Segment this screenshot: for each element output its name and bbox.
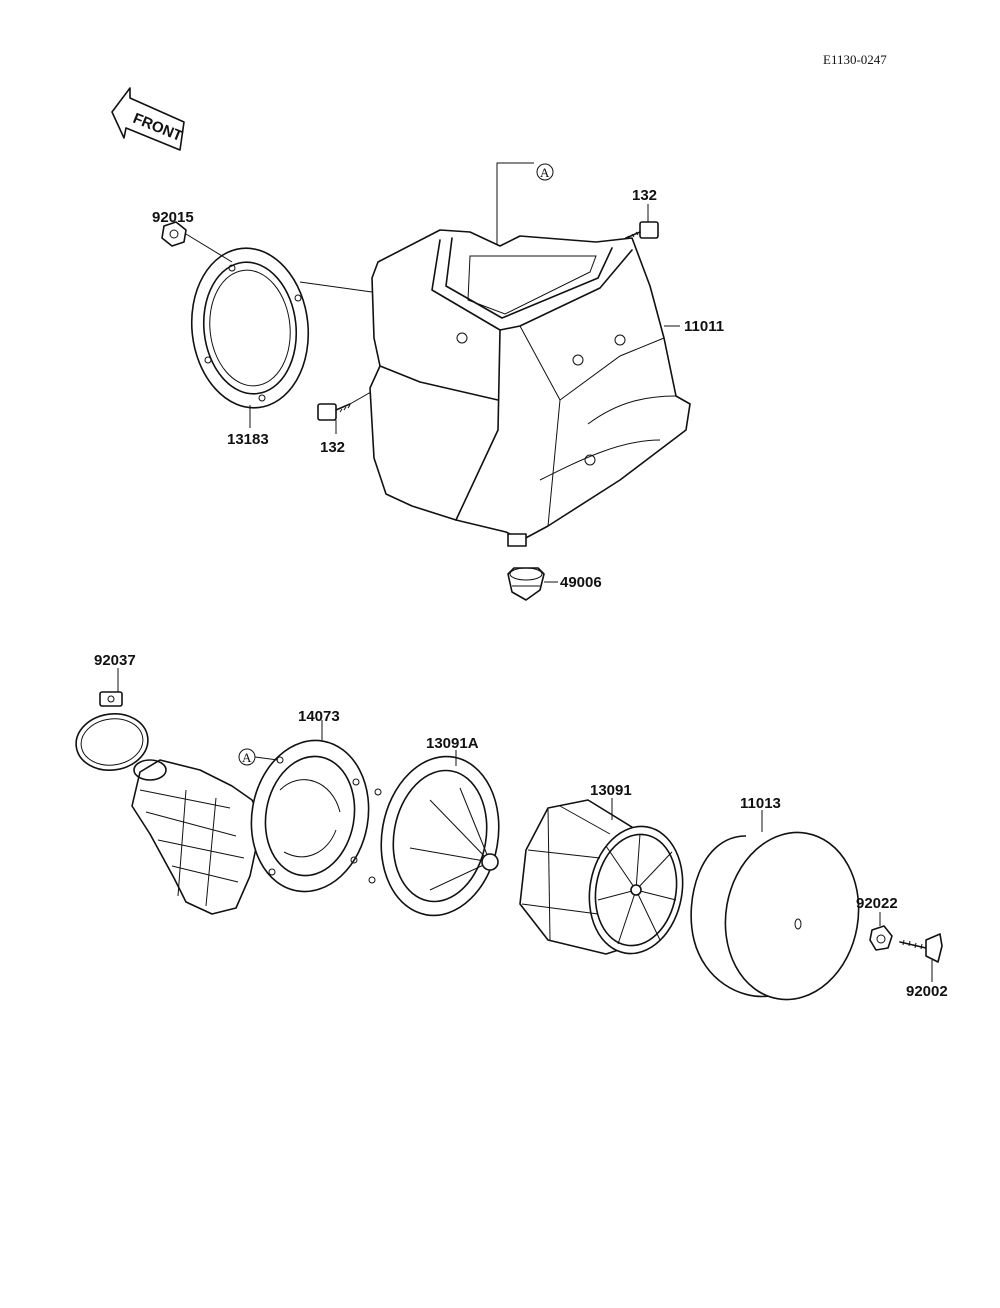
nut-92015-icon (161, 221, 187, 247)
filter-element-11013 (690, 831, 860, 1001)
filter-holder-13091A (368, 755, 500, 917)
clamp-92037 (75, 691, 149, 771)
label-132-top: 132 (632, 187, 657, 204)
label-11013: 11013 (740, 795, 781, 812)
duct-14073 (131, 739, 370, 915)
grommet-49006-icon (507, 567, 545, 601)
label-14073: 14073 (298, 708, 340, 725)
front-arrow-icon: FRONT (111, 87, 185, 151)
svg-text:A: A (242, 750, 252, 765)
svg-text:A: A (540, 165, 550, 180)
label-11011: 11011 (684, 318, 724, 335)
wing-bolt-92002-icon (899, 933, 943, 963)
diagram-code: E1130-0247 (823, 52, 887, 67)
bolt-132-top-icon (625, 221, 659, 240)
label-13091: 13091 (590, 782, 632, 799)
housing-11011 (369, 229, 691, 547)
label-13183: 13183 (227, 431, 269, 448)
label-92037: 92037 (94, 652, 136, 669)
label-92015: 92015 (152, 209, 194, 226)
label-13091A: 13091A (426, 735, 479, 752)
bolt-132-left-icon (317, 403, 351, 421)
gasket-13183 (190, 247, 310, 409)
nut-92022-icon (869, 925, 893, 951)
filter-cage-13091 (519, 799, 684, 955)
reference-mark-bottom: A (238, 748, 279, 766)
label-49006: 49006 (560, 574, 602, 591)
label-132-left: 132 (320, 439, 345, 456)
label-92022: 92022 (856, 895, 898, 912)
label-92002: 92002 (906, 983, 948, 1000)
